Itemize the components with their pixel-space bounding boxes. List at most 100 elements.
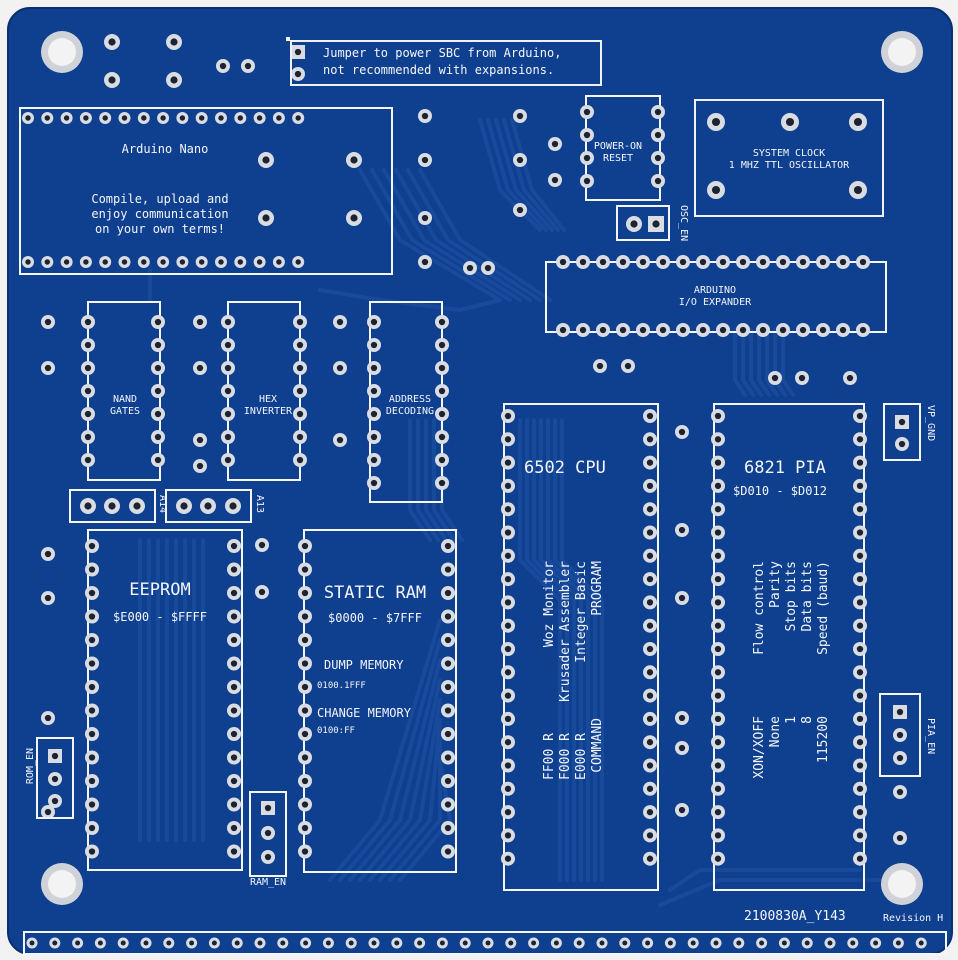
mounting-hole-center xyxy=(48,38,76,66)
pad-hole xyxy=(44,808,52,816)
address-decoding-line2: DECODING xyxy=(385,406,435,417)
pad-hole xyxy=(856,459,864,466)
pad-hole xyxy=(504,855,512,862)
program-row2-name: Krusader Assembler xyxy=(558,561,573,702)
pad-hole xyxy=(779,258,787,266)
pad-hole xyxy=(370,341,378,349)
pad-hole xyxy=(230,707,238,714)
pcb-trace xyxy=(741,328,755,397)
pad-hole xyxy=(646,436,654,443)
pcb-trace xyxy=(348,658,442,882)
pad-hole xyxy=(576,940,582,946)
pad-hole xyxy=(785,117,795,127)
pad-hole xyxy=(646,855,654,862)
pad-hole xyxy=(444,730,452,738)
pad-hole xyxy=(84,410,92,418)
pad-hole xyxy=(224,318,232,326)
pad-hole xyxy=(166,940,172,946)
pad-hole xyxy=(218,115,224,121)
pad-hole xyxy=(895,940,901,946)
pad-hole xyxy=(646,552,654,559)
pad-hole xyxy=(154,318,162,326)
pad-hole xyxy=(462,940,468,946)
pad-hole xyxy=(624,362,632,370)
pad-hole xyxy=(108,38,116,46)
serial-parity-value: None xyxy=(768,716,783,748)
ram-title: STATIC RAM xyxy=(323,583,427,603)
pad-hole xyxy=(51,775,59,783)
pad-hole xyxy=(88,801,96,808)
pad-hole xyxy=(679,258,687,266)
pad-hole xyxy=(417,940,423,946)
pad-hole xyxy=(896,754,904,762)
pad-hole xyxy=(504,832,512,839)
pad-hole xyxy=(759,326,767,334)
pad-hole xyxy=(296,364,304,372)
pad-hole xyxy=(51,797,59,805)
ram-outline xyxy=(303,529,457,873)
pad-hole xyxy=(714,482,722,490)
pad-hole xyxy=(154,410,162,418)
pad-hole xyxy=(444,824,452,832)
pad-hole xyxy=(336,436,344,444)
pad-hole xyxy=(856,529,864,536)
pad-hole xyxy=(296,387,304,395)
serial-flow-label: Flow control xyxy=(752,561,767,655)
pad-hole xyxy=(714,855,722,862)
pcb-trace xyxy=(546,418,590,882)
pad-hole xyxy=(296,433,304,441)
pad-hole xyxy=(44,714,52,722)
pad-hole xyxy=(88,683,96,691)
dump-memory-cmd: 0100.1FFF xyxy=(317,681,366,691)
pad-hole xyxy=(504,599,512,606)
pad-hole xyxy=(619,258,627,266)
pad-hole xyxy=(719,326,727,334)
hex-inverter-line2: INVERTER xyxy=(243,406,293,417)
pad-hole xyxy=(579,326,587,334)
pad-hole xyxy=(444,754,452,761)
pad-hole xyxy=(224,364,232,372)
pad-hole xyxy=(504,529,512,536)
pad-hole xyxy=(839,258,847,266)
pcb-trace xyxy=(382,168,522,302)
pad-hole xyxy=(714,645,722,653)
pad-hole xyxy=(25,115,31,121)
pad-hole xyxy=(44,364,52,372)
pad-hole xyxy=(262,214,270,222)
pad-hole xyxy=(504,506,512,513)
pad-hole xyxy=(370,456,378,464)
pad-hole xyxy=(421,112,429,120)
pad-hole xyxy=(654,108,662,116)
pad-hole xyxy=(230,683,238,691)
pad-hole xyxy=(516,112,524,120)
pad-hole xyxy=(714,785,722,792)
a13-label: A13 xyxy=(254,495,265,514)
pad-hole xyxy=(714,552,722,559)
pcb-trace xyxy=(502,118,560,232)
pad-hole xyxy=(121,259,128,265)
pcb-trace xyxy=(539,418,583,882)
pcb-trace xyxy=(525,418,569,882)
pad-hole xyxy=(719,258,727,266)
pad-hole xyxy=(348,940,354,946)
pad-hole xyxy=(301,542,309,550)
pad-hole xyxy=(204,502,212,510)
pad-hole xyxy=(918,940,924,946)
pad-hole xyxy=(504,459,512,466)
pcb-trace xyxy=(394,168,532,302)
pad-hole xyxy=(873,940,879,946)
pad-hole xyxy=(230,848,238,855)
pad-hole xyxy=(714,412,722,420)
pad-hole xyxy=(276,115,282,121)
pad-hole xyxy=(154,433,162,441)
a14-label: A14 xyxy=(157,495,168,514)
pad-hole xyxy=(230,730,238,738)
pad-hole xyxy=(444,566,452,573)
pad-hole xyxy=(301,730,309,738)
pad-hole xyxy=(29,940,35,946)
pad-hole xyxy=(350,214,358,222)
pad-hole xyxy=(296,341,304,349)
pad-hole xyxy=(88,730,96,738)
pad-hole xyxy=(504,669,512,676)
pad-hole xyxy=(856,785,864,792)
